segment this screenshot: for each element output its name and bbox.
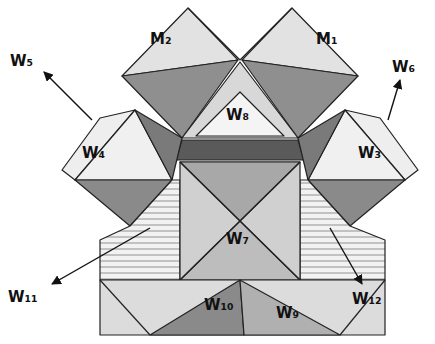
callout-label: W₁₁ <box>8 290 38 305</box>
callout-label: M₂ <box>150 32 172 47</box>
callout-label: W₉ <box>276 306 299 321</box>
callout-label: W₇ <box>226 232 249 247</box>
callout-label: W₈ <box>226 108 249 123</box>
callout-label: M₁ <box>316 32 338 47</box>
callout-label: W₆ <box>392 60 415 75</box>
callout-label: W₃ <box>358 146 381 161</box>
callout-label: W₄ <box>82 146 105 161</box>
callout-label: W₁₂ <box>352 292 382 307</box>
callout-label: W₅ <box>10 54 33 69</box>
callout-label: W₁₀ <box>204 298 234 313</box>
